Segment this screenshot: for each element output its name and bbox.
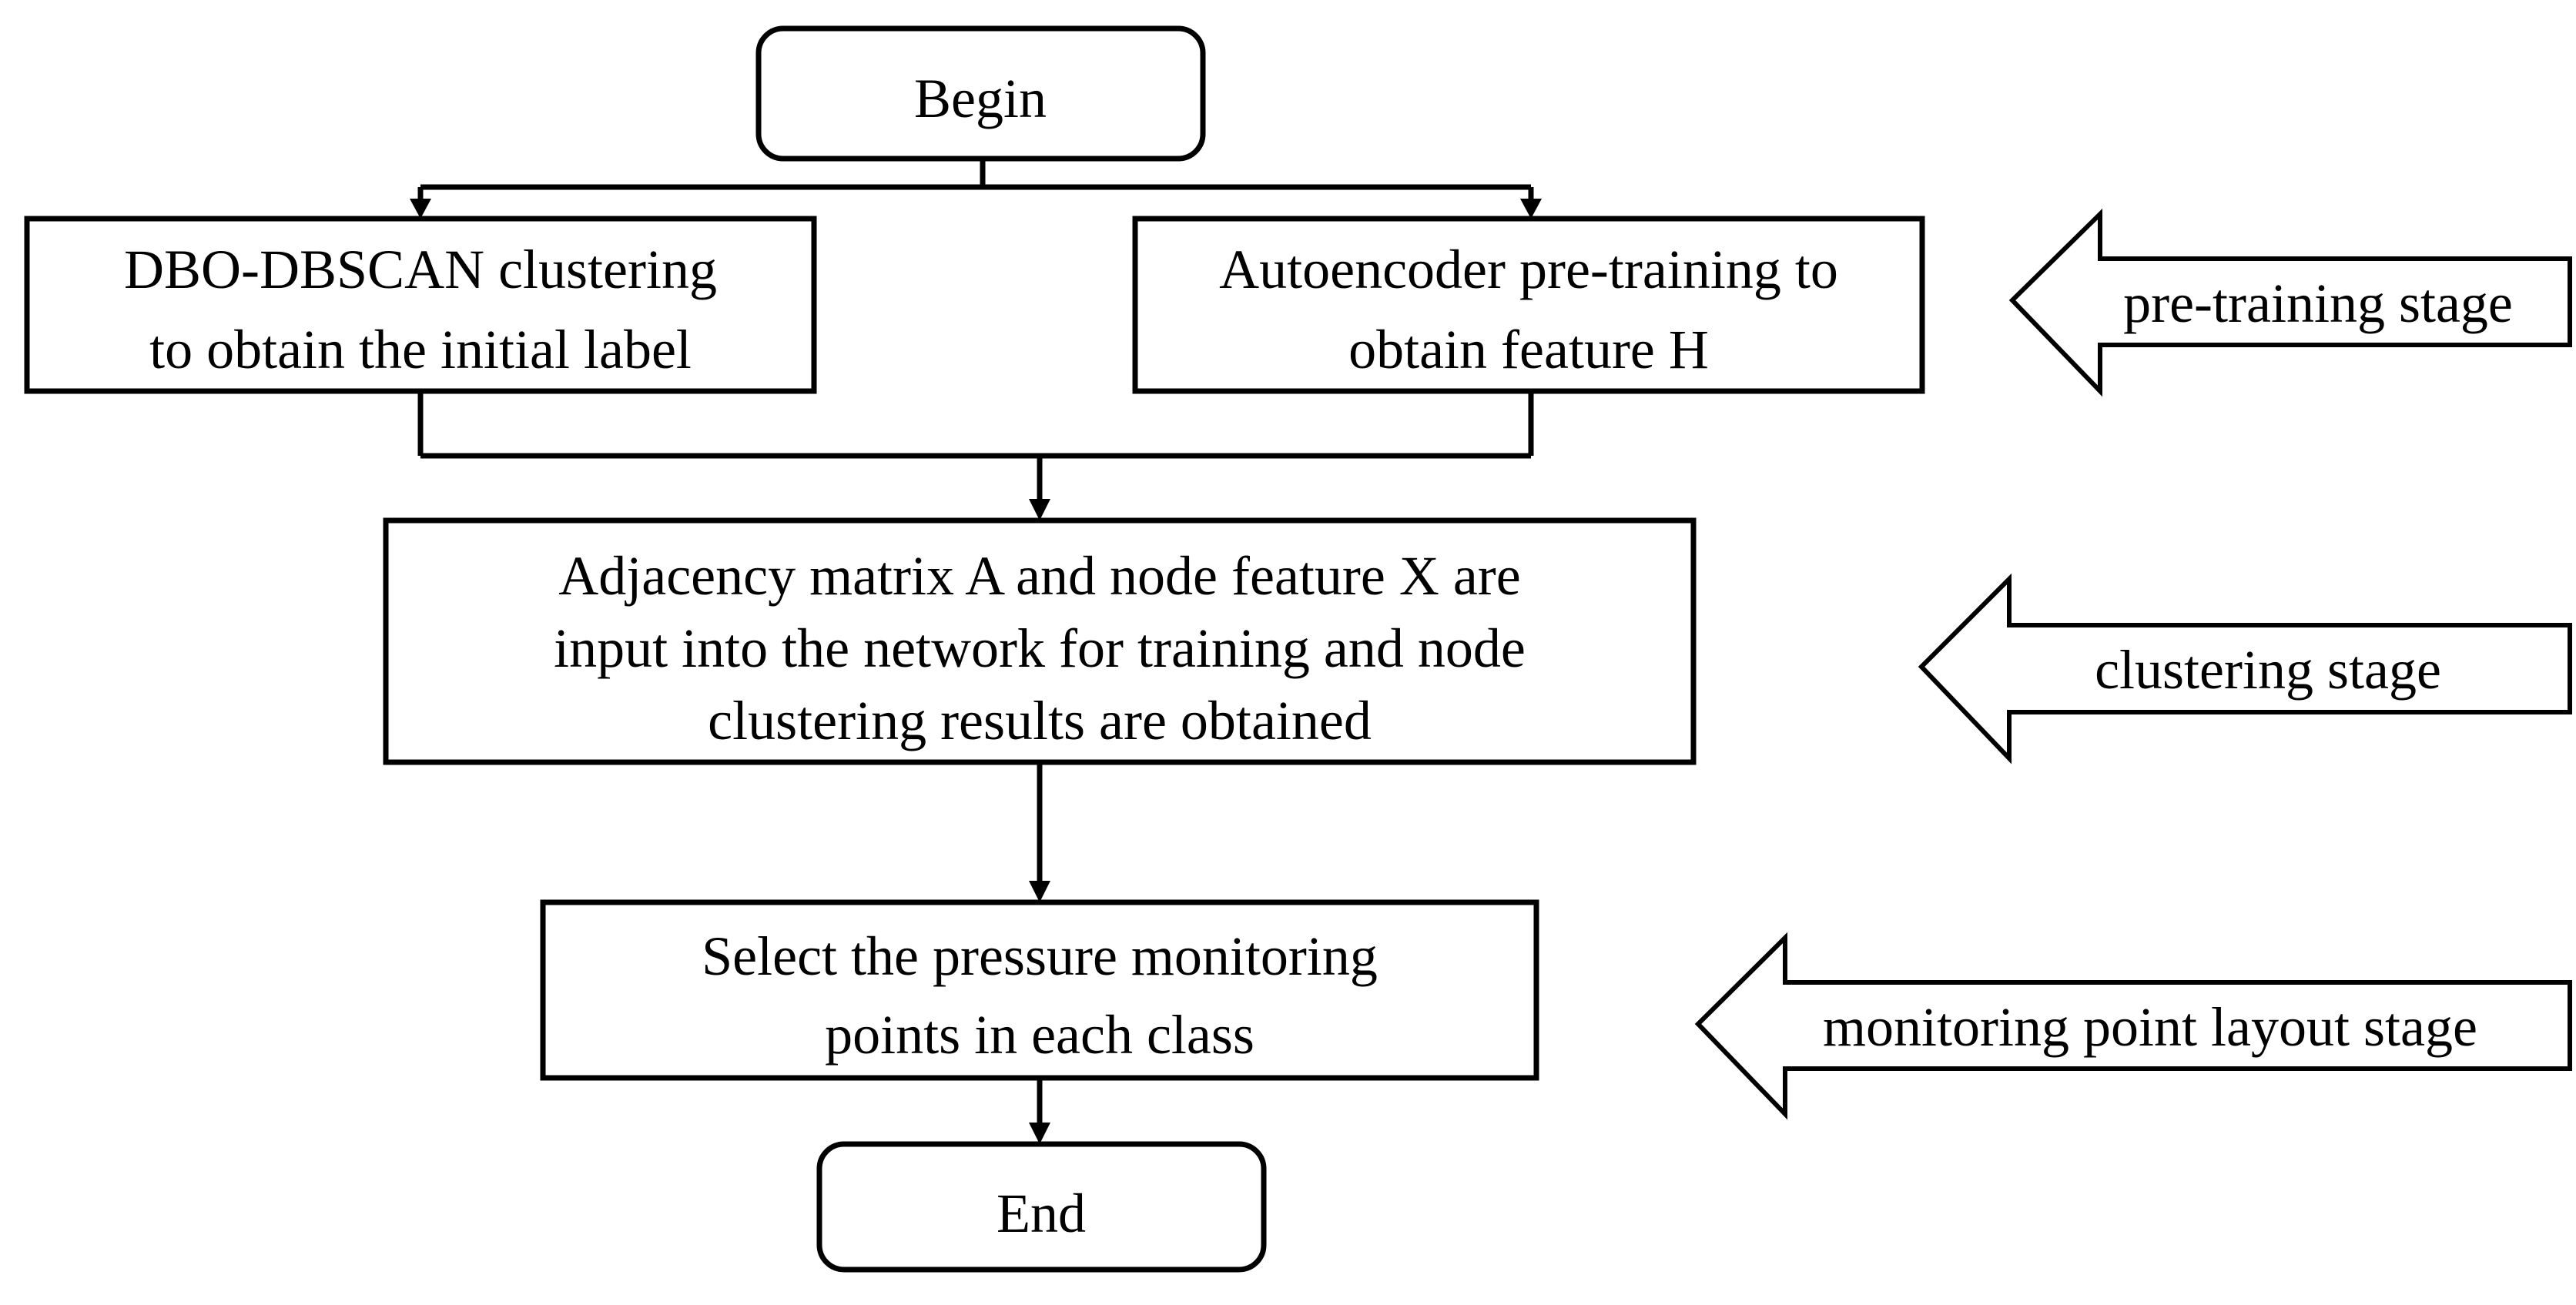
layout-stage-arrow — [1694, 932, 2572, 1120]
select-label-line-2: points in each class — [825, 1004, 1255, 1066]
begin-terminal — [755, 25, 1206, 162]
clustering-stage-label: clustering stage — [2095, 639, 2441, 701]
connectors — [417, 159, 1534, 1126]
layout-stage-label: monitoring point layout stage — [1823, 996, 2477, 1058]
arrowheads — [410, 199, 1542, 1144]
network-label-line-1: Adjacency matrix A and node feature X ar… — [558, 545, 1520, 607]
autoencoder-process-box — [1132, 216, 1925, 394]
dbscan-label-line-1: DBO-DBSCAN clustering — [124, 239, 717, 300]
clustering-stage-arrow — [1918, 573, 2572, 765]
stage-arrows — [1694, 208, 2572, 1120]
autoencoder-label-line-2: obtain feature H — [1348, 319, 1709, 380]
end-terminal — [816, 1141, 1267, 1273]
select-label-line-1: Select the pressure monitoring — [702, 925, 1378, 987]
arrowhead-autoencoder — [1520, 199, 1542, 219]
arrowhead-end — [1029, 1123, 1050, 1144]
arrowhead-select — [1029, 881, 1050, 902]
dbscan-process-box — [24, 216, 817, 394]
arrowhead-network — [1029, 499, 1050, 520]
node-labels: Begin DBO-DBSCAN clustering to obtain th… — [124, 68, 1838, 1244]
network-label-line-2: input into the network for training and … — [554, 617, 1526, 679]
network-label-line-3: clustering results are obtained — [708, 690, 1372, 751]
network-process-box — [383, 517, 1697, 765]
dbscan-label-line-2: to obtain the initial label — [149, 319, 692, 380]
end-label: End — [997, 1183, 1086, 1244]
begin-label: Begin — [914, 68, 1047, 129]
nodes — [24, 25, 1925, 1273]
stage-labels: pre-training stage clustering stage moni… — [1823, 273, 2513, 1058]
select-process-box — [540, 899, 1539, 1081]
autoencoder-label-line-1: Autoencoder pre-training to — [1219, 239, 1838, 300]
arrowhead-dbscan — [410, 199, 431, 219]
pretraining-stage-arrow — [2008, 208, 2572, 397]
pretraining-stage-label: pre-training stage — [2123, 273, 2513, 334]
